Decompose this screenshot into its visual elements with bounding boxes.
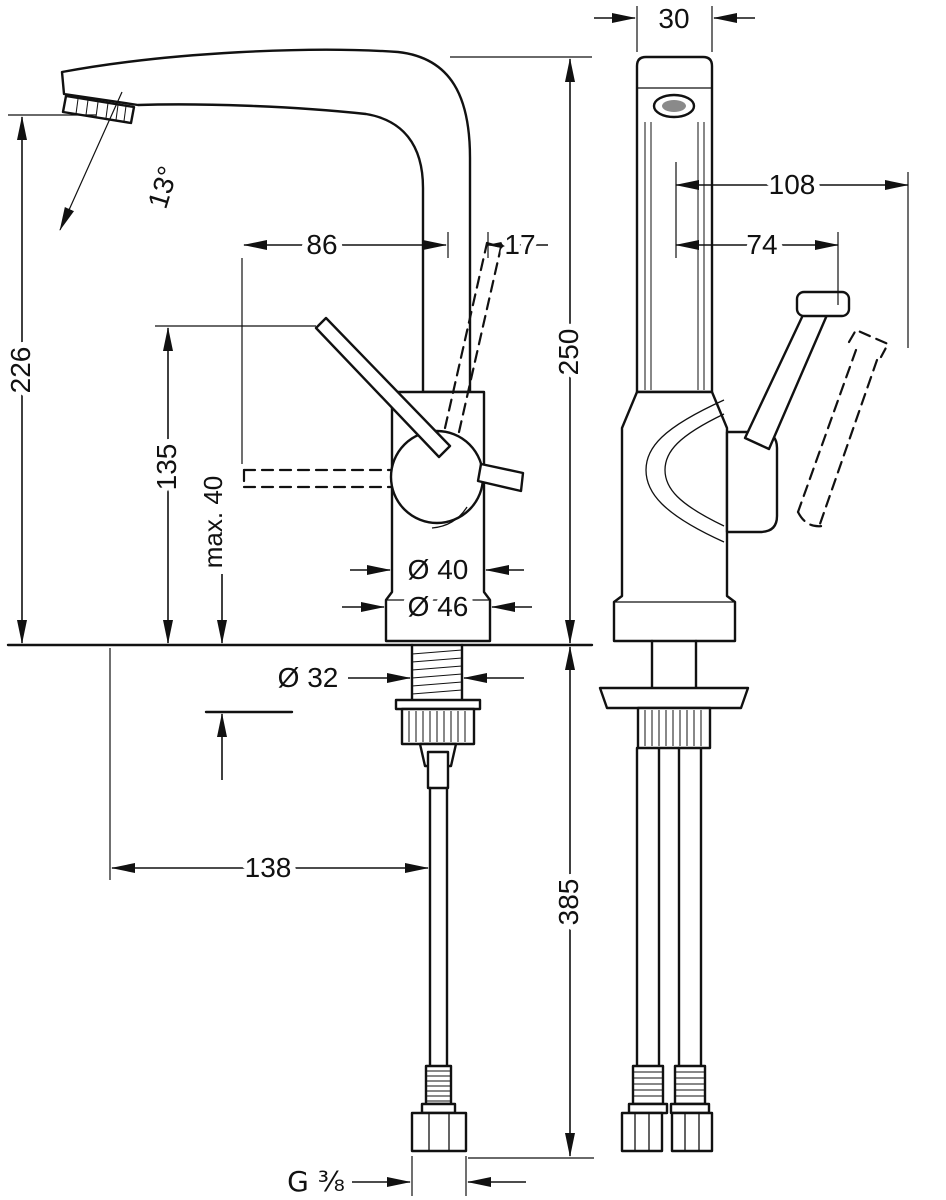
dim-label-108: 108 (769, 169, 816, 200)
mounting-nut (400, 707, 476, 746)
supply-hoses-front (620, 746, 714, 1153)
dim-label-13deg: 13° (142, 162, 184, 212)
outlet-ellipse (652, 93, 696, 119)
dim-label-385: 385 (553, 879, 584, 926)
column-shading (644, 122, 705, 390)
dim-label-74: 74 (746, 229, 777, 260)
body-front (612, 390, 737, 643)
dim-label-17: 17 (504, 229, 535, 260)
washer-front (598, 686, 750, 710)
handle-grip-front (795, 290, 851, 318)
outlet-aerator (662, 100, 686, 112)
shank-tab (426, 750, 450, 790)
aerator-hatch (75, 98, 127, 122)
lever-dashed-left (242, 468, 393, 489)
dim-label-226: 226 (5, 347, 36, 394)
washer-plate (394, 698, 482, 711)
handle-bar-front (743, 313, 829, 451)
handle-dashed-front (796, 328, 890, 528)
dim-label-250: 250 (553, 329, 584, 376)
dimensions: 30 108 74 86 17 250 385 226 135 max. 40 (0, 0, 909, 1200)
dim-label-135: 135 (151, 444, 182, 491)
side-view (6, 48, 594, 1153)
column-front (635, 55, 714, 394)
dim-label-138: 138 (245, 852, 292, 883)
joint-detail-arc (431, 506, 468, 529)
dim-label-30: 30 (658, 3, 689, 34)
body-wedge-curves (645, 399, 725, 543)
handle-lever (314, 316, 452, 459)
nut-front (636, 706, 712, 750)
dim-label-dia32: Ø 32 (278, 662, 339, 693)
dim-label-thread: G ³⁄₈ (287, 1165, 345, 1198)
threaded-shank (410, 643, 464, 702)
spout-outline (60, 48, 472, 394)
front-view (598, 55, 890, 1153)
dim-label-86: 86 (306, 229, 337, 260)
dim-label-max40: max. 40 (198, 476, 228, 569)
handle-spur (476, 462, 525, 493)
dim-label-dia40: Ø 40 (408, 554, 469, 585)
shank-front (650, 639, 698, 690)
dim-label-dia46: Ø 46 (408, 591, 469, 622)
supply-hose-side (410, 786, 468, 1153)
